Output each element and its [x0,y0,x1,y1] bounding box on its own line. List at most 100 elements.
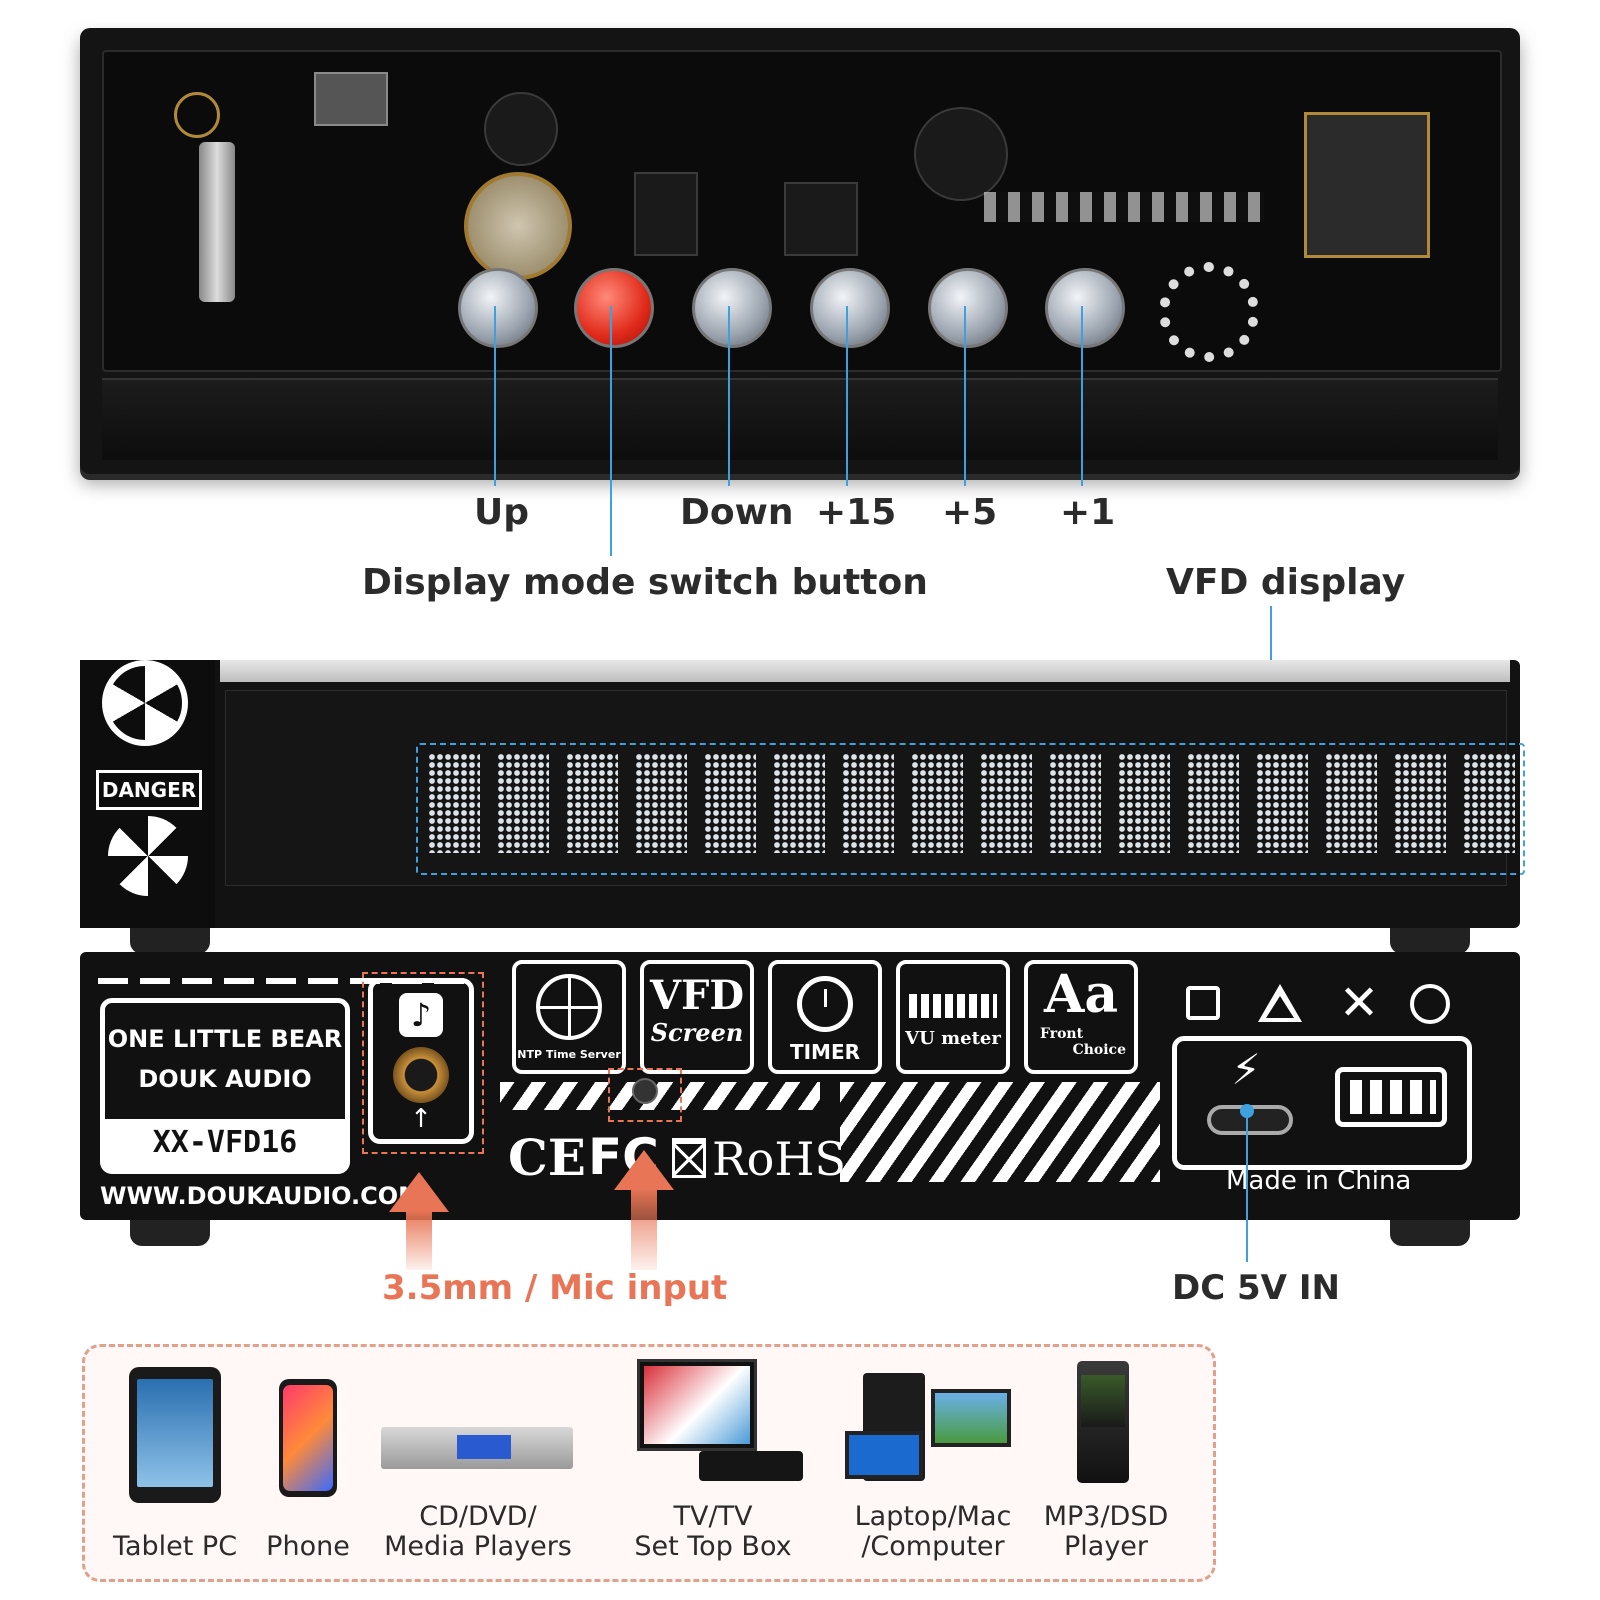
plus1-button[interactable] [1045,268,1125,348]
vfd-cell [635,753,687,853]
mic-input[interactable] [632,1078,658,1104]
feature-label: Screen [650,1018,744,1047]
device-label: Phone [266,1531,350,1562]
leader-down [728,306,730,486]
feature-label: Choice [1072,1042,1126,1058]
back-panel: ONE LITTLE BEAR DOUK AUDIO XX-VFD16 WWW.… [80,952,1520,1220]
mic-input-arrow-shaft [631,1188,657,1270]
website: WWW.DOUKAUDIO.COM [100,1182,423,1210]
wifi-module [1304,112,1430,258]
feature-front-choice: Aa Front Choice [1024,960,1138,1074]
made-in-china: Made in China [1226,1166,1412,1196]
decorative-stripes [840,1082,1160,1182]
decorative-stripes [500,1082,820,1110]
ce-mark: CE [508,1128,586,1187]
vfd-cell [980,753,1032,853]
vfd-icon: VFD [649,972,745,1019]
vfd-cell [842,753,894,853]
audio-jack-plate: ♪ ↑ [368,978,474,1144]
rohs-mark: RoHS [712,1132,846,1186]
vfd-cell [1187,753,1239,853]
coin-battery [464,172,572,280]
device-label: /Computer [861,1531,1005,1562]
weee-bin-icon [672,1138,706,1178]
brand-line-1: ONE LITTLE BEAR [107,1025,343,1053]
device-label: Set Top Box [634,1531,792,1562]
power-box: ⚡ [1172,1036,1472,1170]
laptop-icon [845,1431,923,1479]
font-icon: Aa [1043,964,1119,1025]
feature-label: Front [1040,1026,1084,1042]
feature-vu-meter: VU meter [896,960,1010,1074]
ic-chip [634,172,698,256]
leader-power [1246,1112,1248,1262]
feature-label: TIMER [789,1040,861,1064]
leader-plus1 [1081,306,1083,486]
label-plus1: +1 [1060,492,1116,533]
brand-line-2: DOUK AUDIO [138,1065,312,1093]
vfd-cell [1463,753,1515,853]
danger-badge: DANGER [96,770,202,810]
vfd-cell [1256,753,1308,853]
pcb-top-view [80,28,1520,474]
led-ring [1159,262,1259,362]
label-display-mode: Display mode switch button [362,562,928,603]
up-button[interactable] [458,268,538,348]
model-number: XX-VFD16 [152,1125,298,1160]
vfd-cell [497,753,549,853]
vu-meter-icon [909,994,997,1018]
display-mode-switch-button[interactable] [574,268,654,348]
monitor-icon [931,1389,1011,1447]
mp3-player-icon [1077,1361,1129,1483]
audio-input-arrow-shaft [406,1210,432,1270]
microcontroller [784,182,858,256]
label-up: Up [474,492,530,533]
feature-ntp-time-server: NTP Time Server [512,960,626,1074]
audio-input-arrow [389,1172,449,1212]
vfd-display-area [416,743,1525,875]
arrow-up-icon: ↑ [410,1104,432,1134]
vfd-glass [225,690,1525,886]
vfd-cell [1394,753,1446,853]
leader-plus15 [846,306,848,486]
circuit-board [102,50,1502,372]
resistor-row [984,192,1264,222]
device-label: TV/TV [673,1501,753,1532]
plus5-button[interactable] [928,268,1008,348]
umbrella-symbol-icon [108,816,188,896]
lightning-icon: ⚡ [1231,1045,1261,1094]
plus15-button[interactable] [810,268,890,348]
label-down: Down [680,492,794,533]
device-label: Tablet PC [112,1531,238,1562]
vfd-cell [704,753,756,853]
down-button[interactable] [692,268,772,348]
audio-jack[interactable] [393,1047,449,1103]
knob-tops-strip [220,660,1510,682]
fuse [199,142,235,302]
microphone [914,107,1008,201]
buzzer [484,92,558,166]
usb-c-port [314,72,388,126]
device-label: CD/DVD/ [419,1501,537,1532]
vfd-cell [1118,753,1170,853]
globe-icon [536,974,602,1040]
leader-vfd-display [1270,606,1272,684]
square-icon [1186,986,1220,1020]
vfd-character-cells [428,753,1515,853]
rubber-foot [1390,1220,1470,1246]
feature-vfd-screen: VFD Screen [640,960,754,1074]
callout-audio-input: 3.5mm / Mic input [382,1268,728,1308]
leader-plus5 [964,306,966,486]
vfd-cell [773,753,825,853]
tablet-icon [129,1367,221,1503]
set-top-box-icon [699,1451,803,1481]
top-dashed-line [98,978,468,984]
vfd-side-decal: DANGER [80,660,215,928]
rubber-foot [1390,928,1470,954]
radiation-symbol-icon [102,660,188,746]
radiation-symbol-icon [174,92,220,138]
rubber-foot [130,1220,210,1246]
device-label: Player [1063,1531,1149,1562]
vfd-cell [566,753,618,853]
mic-input-arrow [614,1150,674,1190]
